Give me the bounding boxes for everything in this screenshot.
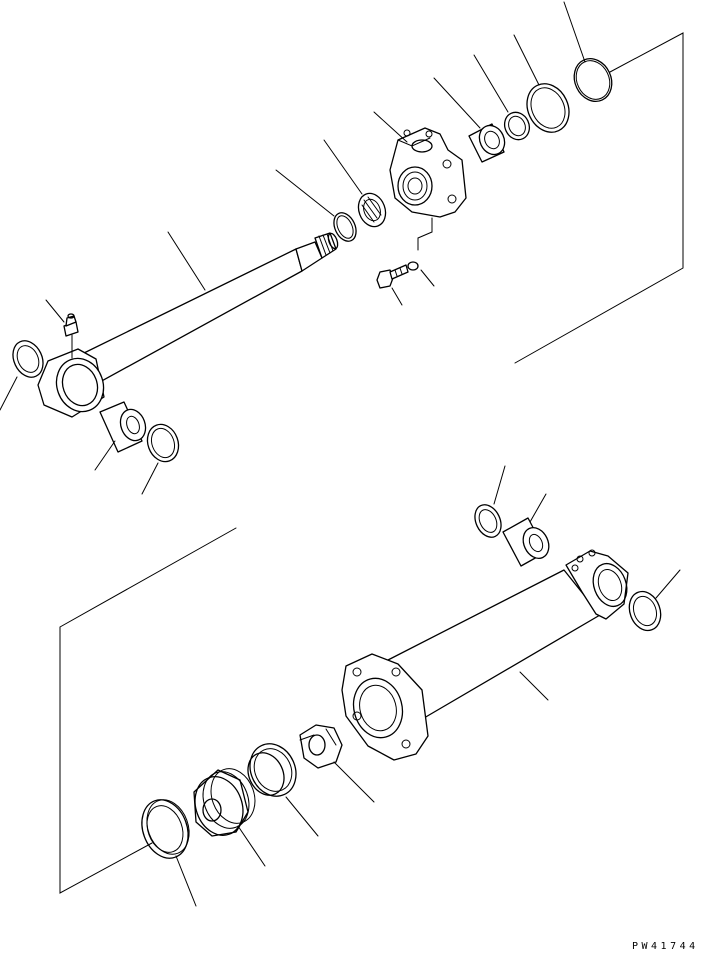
wear-ring-bottom	[241, 736, 304, 804]
cylinder-tube	[388, 550, 633, 718]
grease-fitting	[64, 314, 78, 336]
piston	[187, 763, 262, 843]
dust-seal-bottom-eye-right	[624, 587, 666, 635]
piston-nut-top	[354, 190, 390, 231]
leader-lines-upper	[0, 2, 585, 494]
cylinder-flange	[342, 654, 428, 760]
seal-ring-top	[500, 108, 534, 144]
washer-head	[408, 262, 418, 270]
piston-seal-bottom	[134, 793, 196, 864]
drawing-code: PW41744	[632, 941, 699, 952]
cylinder-head	[390, 128, 466, 250]
o-ring-top	[567, 52, 618, 107]
assembly-frame-upper	[515, 33, 683, 363]
snap-ring-top	[330, 209, 361, 245]
piston-rod	[84, 232, 339, 383]
bushing-bottom-eye	[503, 518, 554, 566]
bolt-head	[377, 265, 408, 288]
assembly-frame-lower	[60, 528, 236, 893]
dust-seal-bottom-eye-top	[470, 501, 506, 542]
bushing-top	[469, 121, 509, 162]
leader-lines-lower	[176, 466, 680, 906]
backup-ring-top	[519, 77, 576, 139]
piston-nut-bottom	[300, 725, 342, 768]
rod-eye-end	[38, 335, 111, 418]
bushing-rod-eye	[100, 402, 150, 452]
dust-seal-rod-eye-left	[7, 336, 48, 382]
dust-seal-rod-eye-right	[142, 420, 183, 466]
